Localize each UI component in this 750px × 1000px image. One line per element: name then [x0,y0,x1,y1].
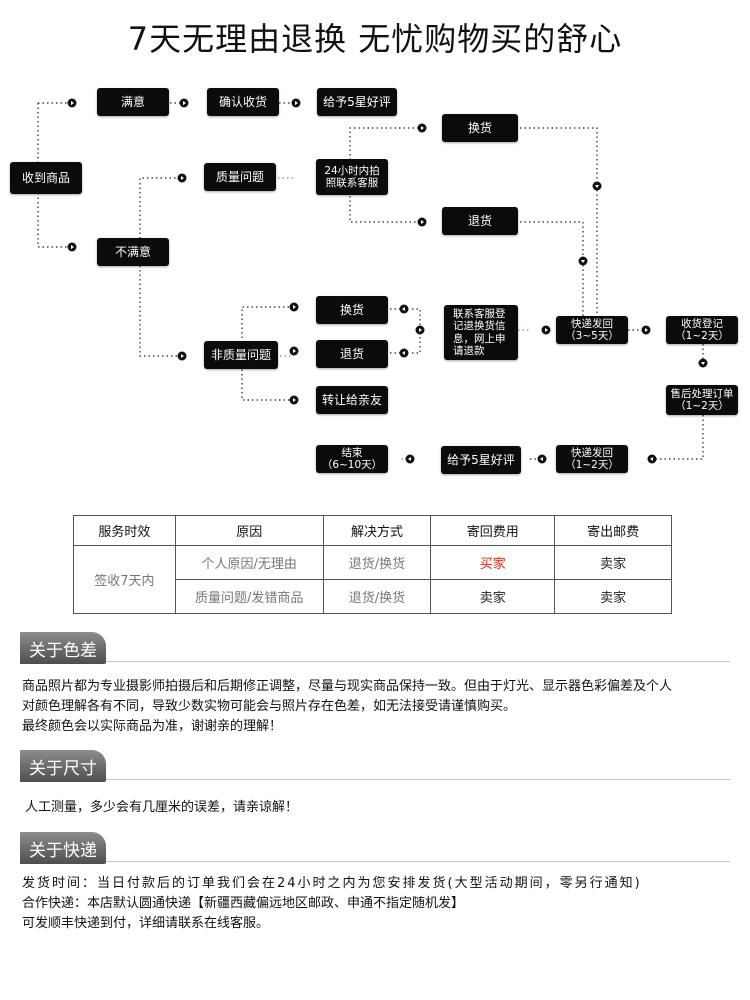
node-unsatisfied: 不满意 [97,238,169,266]
table-cell: 卖家 [554,579,672,614]
node-confirm-receipt: 确认收货 [207,88,279,116]
node-ship-back: 快递发回 （3~5天） [556,316,628,344]
table-header: 原因 [174,515,324,546]
node-return-mid: 退货 [316,340,388,368]
node-satisfied: 满意 [97,88,169,116]
node-received: 收到商品 [10,162,82,194]
text-line: 人工测量，多少会有几厘米的误差，请亲谅解！ [25,800,299,815]
node-non-quality: 非质量问题 [204,341,278,369]
table-cell: 卖家 [430,579,556,614]
section-divider [20,661,730,662]
text-line: 可发顺丰快递到付，详细请联系在线客服。 [22,916,270,931]
node-exchange-mid: 换货 [316,296,388,324]
color-paragraph: 商品照片都为专业摄影师拍摄后和后期修正调整，尽量与现实商品保持一致。但由于灯光、… [22,677,734,737]
table-header: 寄回费用 [430,515,556,546]
node-transfer: 转让给亲友 [316,386,388,414]
section-divider [20,779,730,780]
node-ship-out: 快递发回 （1~2天） [556,445,628,473]
section-divider [20,861,730,862]
node-contact-service: 联系客服登 记退换货信 息，网上申 请退款 [444,305,518,360]
table-header: 服务时效 [73,515,176,546]
text-line: 合作快递：本店默认圆通快递【新疆西藏偏远地区邮政、申通不指定随机发】 [22,896,465,911]
table-cell-period: 签收7天内 [73,545,176,614]
node-exchange-top: 换货 [442,114,518,142]
table-cell: 买家 [430,545,556,580]
table-cell: 退货/换货 [322,579,432,614]
node-five-star-bottom: 给予5星好评 [441,446,521,474]
table-row: 签收7天内 个人原因/无理由 退货/换货 买家 卖家 [73,545,672,614]
table-row: 质量问题/发错商品 退货/换货 卖家 卖家 [74,579,672,614]
service-table: 服务时效 原因 解决方式 寄回费用 寄出邮费 签收7天内 个人原因/无理由 退货… [73,515,672,614]
node-return-top: 退货 [442,207,518,235]
table-cell: 退货/换货 [322,545,432,580]
section-tag-express: 关于快递 [20,832,106,864]
table-header: 寄出邮费 [554,515,672,546]
size-paragraph: 人工测量，多少会有几厘米的误差，请亲谅解！ [25,798,737,818]
node-five-star-top: 给予5星好评 [317,88,397,116]
node-quality-issue: 质量问题 [204,163,276,191]
table-header: 解决方式 [322,515,432,546]
node-end: 结束 （6~10天） [316,445,388,473]
page-title: 7天无理由退换 无忧购物买的舒心 [127,20,623,58]
section-tag-size: 关于尺寸 [20,750,106,782]
return-flowchart: 收到商品 满意 确认收货 给予5星好评 不满意 质量问题 24小时内拍 照联系客… [10,88,738,474]
express-paragraph: 发货时间：当日付款后的订单我们会在24小时之内为您安排发货(大型活动期间，零另行… [22,874,734,934]
table-cell: 卖家 [554,545,672,580]
flow-connectors [37,98,708,464]
table-cell: 质量问题/发错商品 [174,579,324,614]
text-line: 对颜色理解各有不同，导致少数实物可能会与照片存在色差，如无法接受请谨慎购买。 [22,699,517,714]
table-header-row: 服务时效 原因 解决方式 寄回费用 寄出邮费 [73,515,672,546]
text-line: 最终颜色会以实际商品为准，谢谢亲的理解！ [22,719,283,734]
node-photo-contact: 24小时内拍 照联系客服 [316,159,388,195]
text-line: 商品照片都为专业摄影师拍摄后和后期修正调整，尽量与现实商品保持一致。但由于灯光、… [22,679,673,694]
node-register: 收货登记 （1~2天） [666,316,738,344]
section-tag-color: 关于色差 [20,632,106,664]
text-line: 发货时间：当日付款后的订单我们会在24小时之内为您安排发货(大型活动期间，零另行… [22,876,642,891]
table-cell: 个人原因/无理由 [174,545,324,580]
node-process-order: 售后处理订单 （1~2天） [666,385,738,415]
